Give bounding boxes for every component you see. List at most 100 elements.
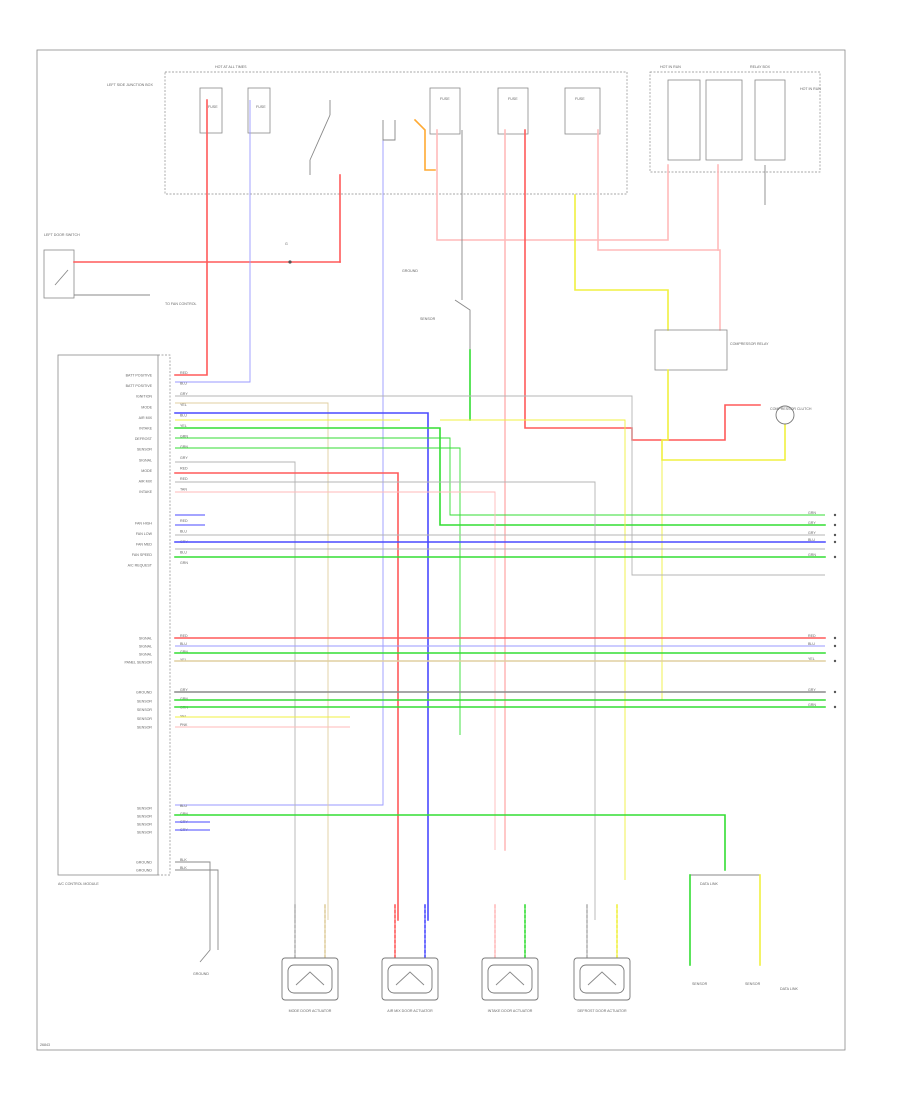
relay-box-label: RELAY BOX — [750, 65, 771, 69]
ground-label: GROUND — [402, 269, 418, 273]
wire-end-dot — [833, 523, 837, 527]
wire-relay-yellow — [661, 369, 786, 461]
module-name-label: A/C CONTROL MODULE — [58, 882, 99, 886]
wire-h-red-1 — [174, 472, 399, 921]
pin-label: FAN LOW — [136, 532, 153, 536]
to-fan-control-label: TO FAN CONTROL — [165, 302, 196, 306]
pins-lower2-group: GROUNDGRYSENSORGRNSENSORGRNSENSORYELSENS… — [136, 688, 188, 730]
actuator-name: DEFROST DOOR ACTUATOR — [577, 1009, 627, 1013]
pin-wire-code: BLK — [180, 866, 187, 870]
fuse-label-b: FUSE — [508, 97, 518, 101]
right-wire-code: GRN — [808, 703, 816, 707]
fuse-label-1: FUSE — [208, 105, 218, 109]
actuator-motor — [287, 964, 333, 994]
compressor-relay-box — [654, 329, 728, 371]
wire-bottom-green — [174, 814, 726, 871]
wire-end-dot — [833, 533, 837, 537]
wire-fuse-pink-3 — [597, 129, 721, 331]
junction-switch — [309, 100, 331, 175]
compressor-relay-label: COMPRESSOR RELAY — [730, 342, 769, 346]
hot-in-run-label-2: HOT IN RUN — [800, 87, 821, 91]
pin-wire-code: GRN — [180, 650, 188, 654]
right-wire-code: GRY — [808, 688, 816, 692]
wire-sensor-blue — [175, 140, 384, 806]
wire-h-yellow-long — [440, 419, 626, 880]
pin-wire-code: GRN — [180, 561, 188, 565]
fuse-label-a: FUSE — [440, 97, 450, 101]
pin-label: BATT POSITIVE — [126, 384, 153, 388]
wire-end-dot — [833, 513, 837, 517]
control-module — [57, 354, 159, 876]
fuse-group-left: FUSE FUSE — [199, 87, 271, 134]
pin-label: AIR MIX — [139, 416, 153, 420]
pin-wire-code: GRY — [180, 392, 188, 396]
pin-wire-code: RED — [180, 477, 188, 481]
right-wire-code: RED — [808, 634, 816, 638]
pin-wire-code: BLU — [180, 382, 187, 386]
pin-wire-code: YEL — [180, 714, 187, 718]
wire-fan-stubs — [175, 514, 205, 526]
junction-box-right — [649, 71, 821, 173]
fuse-label-2: FUSE — [256, 105, 266, 109]
splice-point — [288, 260, 292, 264]
pin-label: AIR MIX — [139, 480, 153, 484]
actuator-arm — [495, 971, 525, 986]
actuator-motor — [487, 964, 533, 994]
pin-label: GROUND — [136, 861, 152, 865]
pin-label: INTAKE — [139, 490, 152, 494]
pin-wire-code: BLK — [180, 858, 187, 862]
module-connector — [158, 354, 171, 876]
actuator-name: AIR MIX DOOR ACTUATOR — [387, 1009, 433, 1013]
left-door-switch-label: LEFT DOOR SWITCH — [44, 233, 80, 237]
wire-h-mode-tan — [175, 402, 329, 920]
wire-end-dot — [833, 690, 837, 694]
wire-h-airmix-blue — [174, 412, 429, 921]
pin-wire-code: TAN — [180, 488, 187, 492]
right-wire-code: GRY — [808, 531, 816, 535]
pin-wire-code: BLU — [180, 551, 187, 555]
pin-wire-code: RED — [180, 634, 188, 638]
wire-end-dot — [833, 705, 837, 709]
pin-wire-code: PNK — [180, 723, 188, 727]
pins-upper-group: BATT POSITIVE RED BATT POSITIVE BLU IGNITION… — [126, 371, 189, 494]
pin-label: SENSOR — [137, 448, 153, 452]
pin-wire-code: GRN — [180, 697, 188, 701]
wire-fuse-yellow — [574, 194, 669, 331]
pin-wire-code: BLU — [180, 530, 187, 534]
pin-label: SIGNAL — [139, 653, 152, 657]
wire-h-gray-2 — [175, 481, 596, 920]
wire-end-dot — [833, 540, 837, 544]
right-wire-code: BLU — [808, 538, 815, 542]
wire-batt-red — [174, 99, 208, 376]
wire-batt-blue — [175, 100, 251, 383]
compressor-clutch-symbol — [775, 405, 795, 425]
wire-fuse-red — [524, 129, 761, 441]
g-label: G — [285, 242, 288, 246]
actuator-arm — [295, 971, 325, 986]
pin-wire-code: RED — [180, 519, 188, 523]
pin-wire-code: GRN — [180, 812, 188, 816]
data-link-label: DATA LINK — [700, 882, 718, 886]
blend-ground-label: GROUND — [193, 972, 209, 976]
pin-label: SENSOR — [137, 831, 153, 835]
pin-label: DEFROST — [135, 437, 153, 441]
pin-label: PANEL SENSOR — [124, 661, 152, 665]
sensor-lead — [454, 299, 471, 350]
actuator-arm — [587, 971, 617, 986]
compressor-clutch-label: COMPRESSOR CLUTCH — [770, 407, 812, 411]
pin-wire-code: YEL — [180, 658, 187, 662]
sensor-label: SENSOR — [420, 317, 436, 321]
wire-ground-2 — [175, 869, 219, 950]
data-link-label-2: DATA LINK — [780, 987, 798, 991]
pin-wire-code: GRY — [180, 456, 188, 460]
actuator-arm — [395, 971, 425, 986]
right-wire-code: YEL — [808, 657, 815, 661]
diagram-frame — [36, 49, 846, 1051]
left-door-switch-box — [43, 249, 75, 299]
pin-label: IGNITION — [136, 395, 152, 399]
pin-label: BATT POSITIVE — [126, 374, 153, 378]
pin-label: MODE — [141, 469, 152, 473]
